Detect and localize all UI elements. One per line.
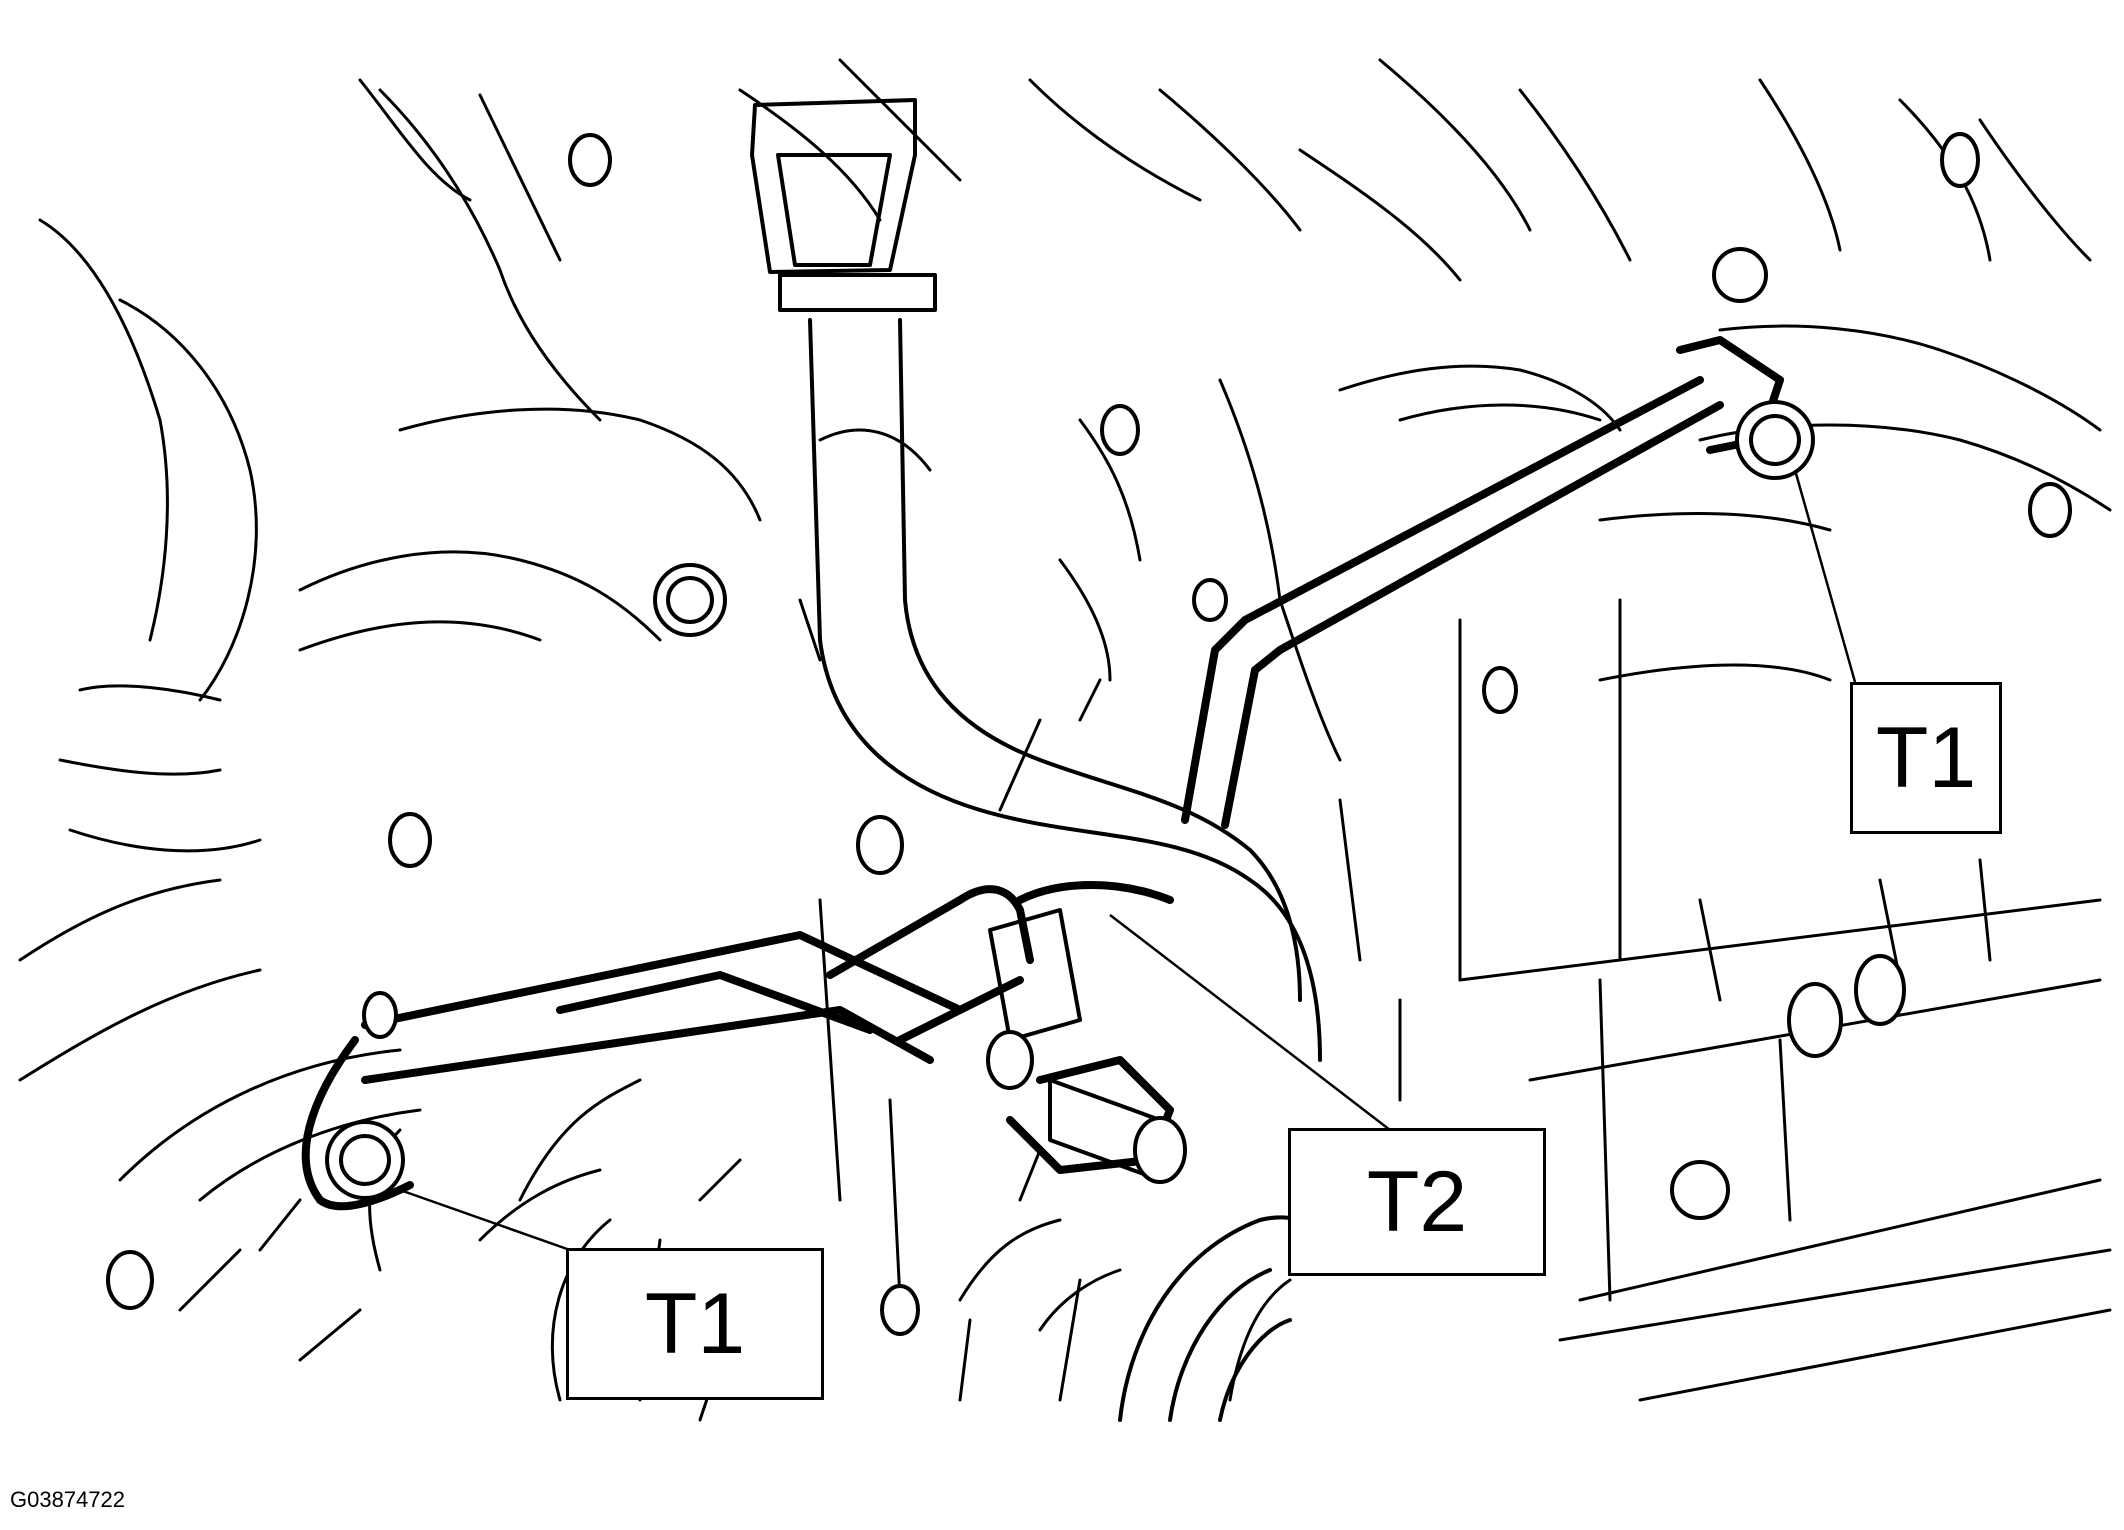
pipe-fittings <box>986 908 1187 1184</box>
bolt-icon <box>1854 954 1906 1026</box>
callout-t1-left: T1 <box>566 1248 824 1400</box>
figure-id: G03874722 <box>10 1487 125 1512</box>
oil-pipe-right <box>1181 336 1784 829</box>
bolt-icon <box>1940 132 1980 188</box>
bolts <box>106 132 2072 1336</box>
callout-t2: T2 <box>1288 1128 1546 1276</box>
bolt-icon <box>1670 1160 1730 1220</box>
bolt-icon <box>2028 482 2072 538</box>
t1-right-leader <box>1793 469 1857 683</box>
oil-pipe-left <box>301 881 1174 1211</box>
bolt-icon <box>856 815 904 875</box>
bolt-icon <box>1712 247 1768 303</box>
bolt-icon <box>1100 404 1140 456</box>
bolt-icon <box>568 133 612 187</box>
callout-leaders <box>399 469 1857 1252</box>
dipstick-tube <box>750 98 1322 1062</box>
bolt-icon <box>880 1284 920 1336</box>
bolt-icon <box>1787 982 1843 1058</box>
engine-block-outline <box>18 58 2112 1422</box>
t2-leader <box>1109 914 1391 1131</box>
bolt-icon <box>1192 578 1228 622</box>
callout-t1-right: T1 <box>1850 682 2002 834</box>
bolt-icon <box>106 1250 154 1310</box>
bolt-icon <box>388 812 432 868</box>
bolt-icon <box>362 991 398 1039</box>
bolt-icon <box>1482 666 1518 714</box>
t1-left-leader <box>399 1188 571 1252</box>
